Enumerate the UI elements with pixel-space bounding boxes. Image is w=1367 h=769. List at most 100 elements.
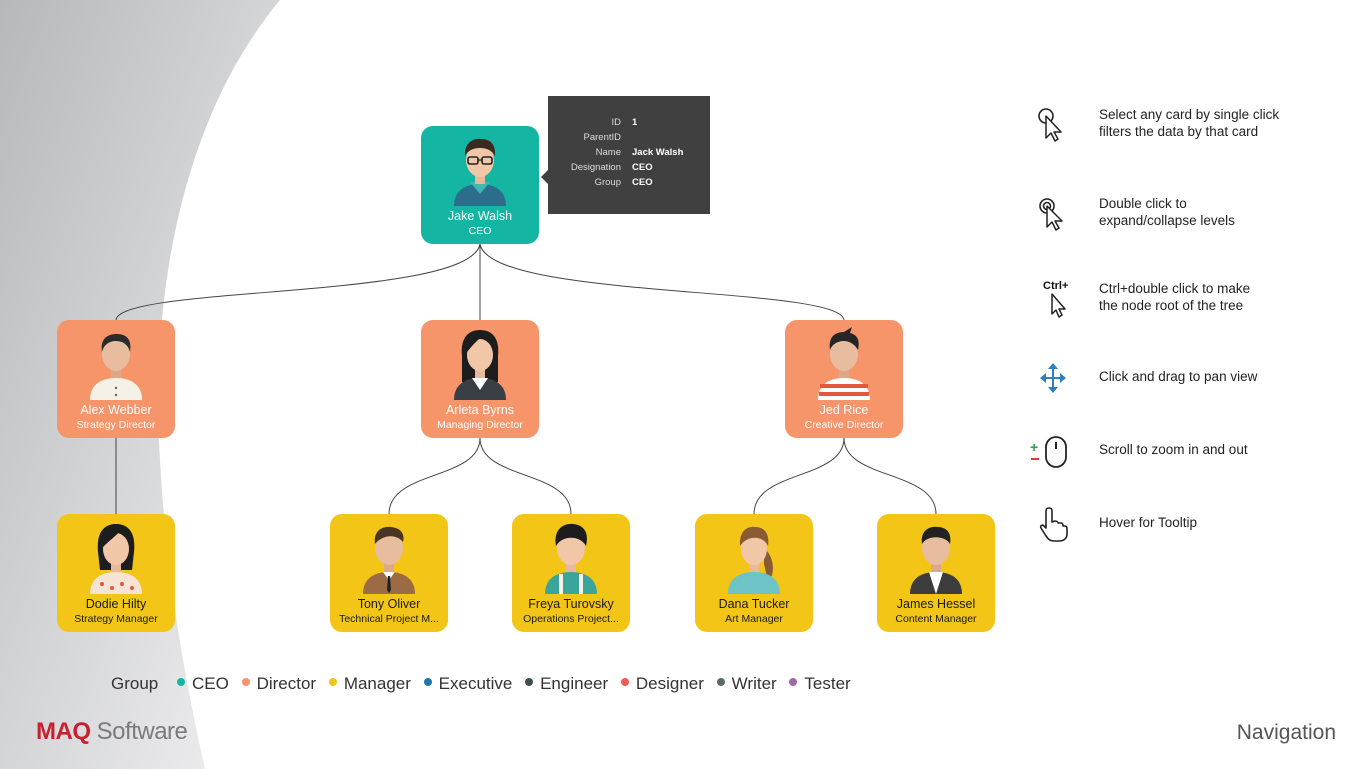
card-designation: Operations Project... — [523, 613, 619, 625]
card-name: Tony Oliver — [357, 597, 421, 611]
help-item-ctrl-double-click: Ctrl+ Ctrl+double click to make the node… — [1030, 278, 1350, 318]
tooltip-row-designation: Designation CEO — [548, 162, 710, 177]
org-card-dana-tucker[interactable]: Dana Tucker Art Manager — [695, 514, 813, 632]
legend-dot — [423, 678, 432, 686]
legend-label: CEO — [191, 674, 229, 693]
tooltip-row-parentid: ParentID — [548, 132, 710, 147]
help-text: Click and drag to pan view — [1099, 368, 1257, 385]
ctrl-badge: Ctrl+ — [1043, 280, 1068, 292]
legend-dot — [525, 678, 534, 686]
legend-item-manager[interactable]: Manager — [328, 674, 411, 693]
help-item-pan: Click and drag to pan view — [1030, 358, 1350, 398]
help-item-double-click: Double click to expand/collapse levels — [1030, 193, 1350, 233]
org-card-freya-turovsky[interactable]: Freya Turovsky Operations Project... — [512, 514, 630, 632]
avatar-male-striped-icon — [818, 327, 870, 400]
tooltip-row-id: ID 1 — [548, 117, 710, 132]
legend-item-engineer[interactable]: Engineer — [525, 674, 608, 693]
card-name: Dana Tucker — [718, 597, 790, 611]
legend-item-director[interactable]: Director — [241, 674, 316, 693]
legend-dot — [620, 678, 629, 686]
avatar-male-blazer-icon — [910, 526, 962, 594]
svg-text:+: + — [1030, 439, 1038, 455]
card-name: Alex Webber — [80, 403, 152, 417]
legend-dot — [716, 678, 725, 686]
tooltip-value: Jack Walsh — [632, 147, 684, 158]
org-card-alex-webber[interactable]: Alex Webber Strategy Director — [57, 320, 175, 438]
tooltip-key: Group — [594, 177, 621, 188]
double-click-cursor-icon — [1039, 198, 1063, 231]
help-line: expand/collapse levels — [1099, 213, 1235, 228]
help-item-zoom: + Scroll to zoom in and out — [1030, 431, 1350, 471]
avatar-female-floral-icon — [90, 524, 142, 594]
legend-item-writer[interactable]: Writer — [716, 674, 777, 693]
help-item-hover: Hover for Tooltip — [1030, 504, 1350, 544]
help-line: Double click to — [1099, 196, 1187, 211]
card-designation: Creative Director — [804, 419, 884, 431]
avatar-female-suspenders-icon — [545, 523, 597, 594]
connector-ceo-jed — [479, 243, 845, 321]
card-designation: Art Manager — [725, 613, 783, 625]
avatar-male-shirt-icon — [90, 334, 142, 400]
tooltip-value: CEO — [632, 177, 653, 188]
org-card-arleta-byrns[interactable]: Arleta Byrns Managing Director — [421, 320, 539, 438]
org-card-jake-walsh[interactable]: Jake Walsh CEO — [421, 126, 539, 244]
legend-label: Tester — [804, 674, 851, 693]
tooltip-row-group: Group CEO — [548, 177, 710, 192]
help-line: filters the data by that card — [1099, 124, 1259, 139]
single-click-cursor-icon — [1038, 108, 1062, 142]
legend-item-ceo[interactable]: CEO — [176, 674, 229, 693]
legend-item-executive[interactable]: Executive — [423, 674, 513, 693]
card-designation: Content Manager — [895, 613, 977, 625]
help-line: Hover for Tooltip — [1099, 515, 1198, 530]
help-text: Double click to expand/collapse levels — [1099, 195, 1235, 229]
connector-arleta-freya — [479, 437, 572, 515]
brand-logo-part2: Software — [90, 718, 188, 745]
legend-dot — [789, 678, 798, 686]
tooltip-key: ParentID — [583, 132, 622, 143]
brand-logo-part1: MAQ — [36, 718, 91, 745]
org-card-tony-oliver[interactable]: Tony Oliver Technical Project M... — [330, 514, 448, 632]
connector-ceo-alex — [115, 243, 481, 321]
card-tooltip: ID 1 ParentID Name Jack Walsh Designatio… — [541, 96, 710, 214]
help-line: Select any card by single click — [1099, 107, 1280, 122]
page-title: Navigation — [1236, 721, 1336, 744]
legend-label: Writer — [731, 674, 777, 693]
group-legend: Group CEO Director Manager Executive Eng… — [111, 674, 859, 696]
tooltip-row-name: Name Jack Walsh — [548, 147, 710, 162]
legend-item-tester[interactable]: Tester — [789, 674, 851, 693]
org-card-jed-rice[interactable]: Jed Rice Creative Director — [785, 320, 903, 438]
card-name: James Hessel — [896, 597, 976, 611]
help-line: the node root of the tree — [1099, 298, 1244, 313]
help-text: Hover for Tooltip — [1099, 514, 1197, 531]
connector-arleta-tony — [388, 437, 481, 515]
legend-dot — [176, 678, 185, 686]
connector-jed-dana — [753, 437, 845, 515]
help-line: Click and drag to pan view — [1099, 369, 1258, 384]
legend-dot — [241, 678, 250, 686]
mouse-scroll-icon: + — [1030, 436, 1067, 468]
pan-arrows-icon — [1040, 363, 1066, 393]
legend-label: Executive — [438, 674, 513, 693]
tooltip-key: Name — [595, 147, 621, 158]
legend-label: Manager — [343, 674, 411, 693]
card-designation: CEO — [468, 225, 492, 237]
card-designation: Technical Project M... — [339, 613, 439, 625]
help-text: Ctrl+double click to make the node root … — [1099, 280, 1250, 314]
card-name: Arleta Byrns — [445, 403, 515, 417]
help-line: Scroll to zoom in and out — [1099, 442, 1248, 457]
legend-label: Designer — [635, 674, 704, 693]
tooltip-key: Designation — [570, 162, 621, 173]
help-text: Select any card by single click filters … — [1099, 106, 1279, 140]
legend-item-designer[interactable]: Designer — [620, 674, 704, 693]
legend-label: Engineer — [540, 674, 609, 693]
hand-pointer-icon — [1039, 507, 1068, 542]
card-name: Dodie Hilty — [85, 597, 147, 611]
card-designation: Managing Director — [437, 419, 523, 431]
connector-jed-james — [843, 437, 937, 515]
help-text: Scroll to zoom in and out — [1099, 441, 1248, 458]
card-name: Jake Walsh — [447, 209, 513, 223]
org-card-james-hessel[interactable]: James Hessel Content Manager — [877, 514, 995, 632]
card-name: Jed Rice — [819, 403, 869, 417]
org-card-dodie-hilty[interactable]: Dodie Hilty Strategy Manager — [57, 514, 175, 632]
